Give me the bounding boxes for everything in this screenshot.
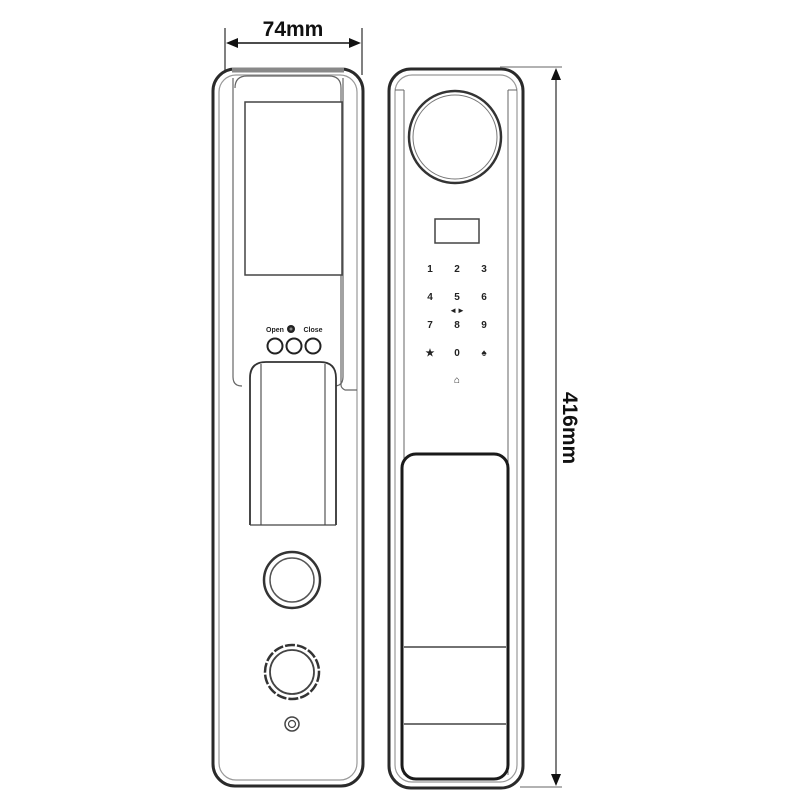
width-label: 74mm (263, 18, 324, 41)
lock-symbol: ⌂ (454, 375, 460, 386)
back-view (387, 67, 525, 790)
keypad-display (434, 218, 480, 244)
close-label: Close (303, 327, 322, 334)
open-label: Open (266, 327, 284, 334)
key-7: 7 (427, 320, 433, 331)
key-bell: ♠ (481, 348, 487, 359)
key-star: ★ (426, 348, 435, 359)
key-4: 4 (427, 292, 433, 303)
center-symbol: ◄► (449, 306, 465, 315)
key-1: 1 (427, 264, 433, 275)
open-button (266, 337, 284, 355)
close-button (304, 337, 322, 355)
key-3: 3 (481, 264, 487, 275)
middle-button (285, 337, 303, 355)
key-2: 2 (454, 264, 460, 275)
front-view (211, 67, 365, 788)
back-handle (400, 452, 510, 781)
key-0: 0 (454, 348, 460, 359)
key-6: 6 (481, 292, 487, 303)
key-5: 5 (454, 292, 460, 303)
height-label: 416mm (558, 392, 581, 464)
key-9: 9 (481, 320, 487, 331)
width-dimension (224, 28, 363, 75)
height-dimension (500, 66, 562, 788)
keypad: 1 2 3 4 5 6 ◄► 7 8 9 ★ 0 ♠ ⌂ (426, 264, 488, 386)
key-8: 8 (454, 320, 460, 331)
front-handle (249, 361, 337, 525)
fingerprint-reader (407, 89, 503, 185)
display-screen (244, 101, 343, 276)
